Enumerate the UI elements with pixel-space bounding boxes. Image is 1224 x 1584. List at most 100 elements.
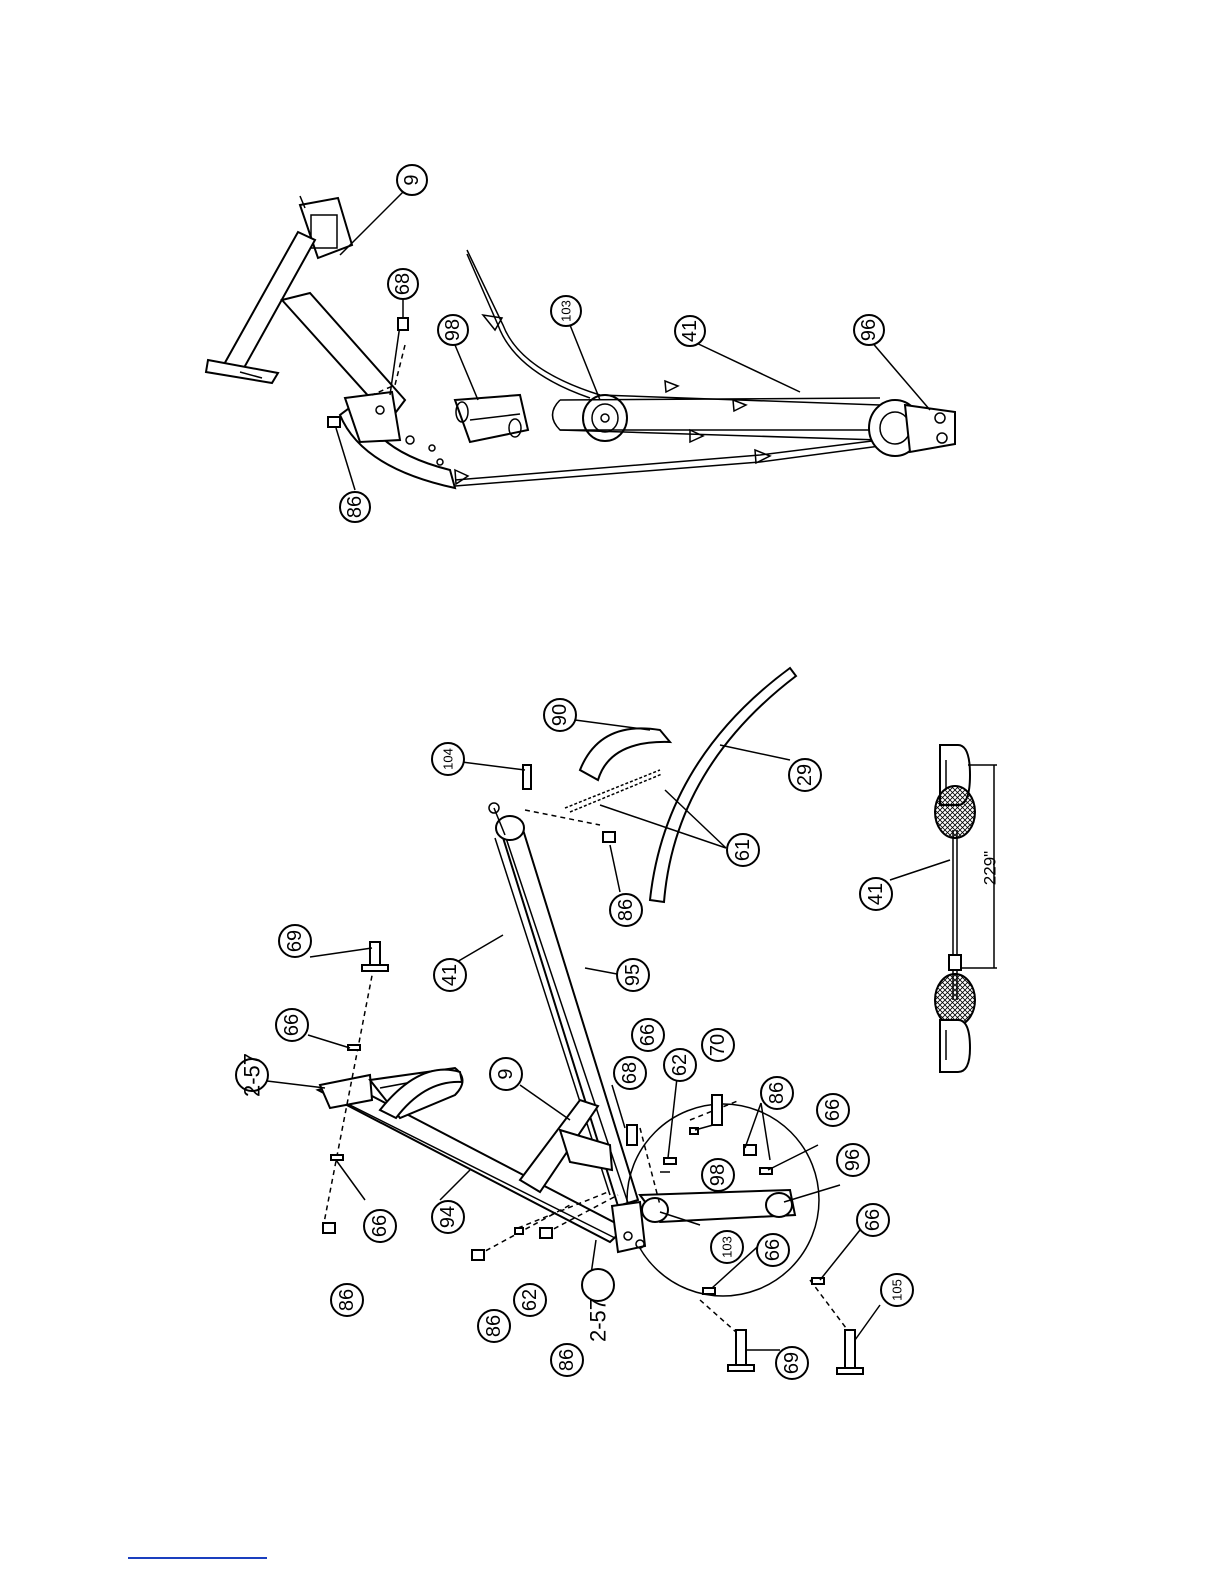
callout-9-bottom: 9 bbox=[490, 1058, 522, 1090]
callout-86-c: 86 bbox=[761, 1077, 793, 1109]
callout-top-98: 98 bbox=[438, 315, 468, 345]
svg-text:96: 96 bbox=[858, 319, 880, 341]
callout-66-a: 66 bbox=[276, 1009, 308, 1041]
callout-top-41: 41 bbox=[675, 316, 705, 346]
callout-top-9: 9 bbox=[397, 165, 427, 195]
callout-top-103: 103 bbox=[551, 296, 581, 326]
callout-105: 105 bbox=[881, 1274, 913, 1306]
svg-text:98: 98 bbox=[707, 1164, 729, 1186]
callout-66-c: 66 bbox=[632, 1019, 664, 1051]
svg-text:103: 103 bbox=[720, 1236, 735, 1258]
svg-text:66: 66 bbox=[281, 1014, 303, 1036]
callout-90: 90 bbox=[544, 699, 576, 731]
callout-66-f: 66 bbox=[857, 1204, 889, 1236]
svg-text:41: 41 bbox=[865, 883, 887, 905]
pulley-bracket bbox=[905, 405, 955, 452]
svg-text:86: 86 bbox=[556, 1349, 578, 1371]
pulley-103 bbox=[583, 395, 627, 441]
svg-text:98: 98 bbox=[442, 319, 464, 341]
svg-text:86: 86 bbox=[615, 899, 637, 921]
bolt-70 bbox=[712, 1095, 722, 1125]
svg-text:9: 9 bbox=[401, 174, 423, 185]
svg-text:66: 66 bbox=[637, 1024, 659, 1046]
callout-70: 70 bbox=[702, 1029, 734, 1061]
svg-text:95: 95 bbox=[622, 964, 644, 986]
bolt-68 bbox=[390, 318, 408, 395]
svg-text:86: 86 bbox=[344, 496, 366, 518]
svg-text:66: 66 bbox=[762, 1239, 784, 1261]
svg-text:66: 66 bbox=[369, 1215, 391, 1237]
callout-66-e: 66 bbox=[757, 1234, 789, 1266]
bolt-69-bottom bbox=[736, 1330, 746, 1368]
svg-text:41: 41 bbox=[679, 320, 701, 342]
pedal-90 bbox=[580, 728, 670, 780]
svg-text:69: 69 bbox=[781, 1352, 803, 1374]
washer-66-f bbox=[812, 1278, 824, 1284]
callout-96-bottom: 96 bbox=[837, 1144, 869, 1176]
callout-41-bottom: 41 bbox=[434, 959, 466, 991]
svg-text:62: 62 bbox=[519, 1289, 541, 1311]
callout-62-a: 62 bbox=[664, 1049, 696, 1081]
washer-66-e bbox=[703, 1288, 715, 1294]
svg-text:86: 86 bbox=[483, 1315, 505, 1337]
svg-text:66: 66 bbox=[862, 1209, 884, 1231]
callout-95: 95 bbox=[617, 959, 649, 991]
label-2-57-top: 2-57 bbox=[240, 1053, 265, 1097]
callout-29: 29 bbox=[789, 759, 821, 791]
cable-loop bbox=[467, 250, 880, 405]
bolt-68-b bbox=[627, 1125, 637, 1145]
footer-rule bbox=[128, 1557, 267, 1559]
callout-top-96: 96 bbox=[854, 315, 884, 345]
callout-top-86: 86 bbox=[340, 492, 370, 522]
callout-103-bottom: 103 bbox=[711, 1231, 743, 1263]
callout-61: 61 bbox=[727, 834, 759, 866]
pulley-96-b bbox=[766, 1193, 792, 1217]
cable-detail: 229" 41 bbox=[860, 745, 1000, 1072]
bolt-104 bbox=[523, 765, 531, 789]
callout-41-detail: 41 bbox=[860, 878, 892, 910]
callout-104: 104 bbox=[432, 743, 464, 775]
bolt-105 bbox=[845, 1330, 855, 1370]
nut-86-a bbox=[323, 1223, 335, 1233]
callout-69-bottom: 69 bbox=[776, 1347, 808, 1379]
washer-62-a bbox=[515, 1228, 523, 1234]
svg-text:66: 66 bbox=[822, 1099, 844, 1121]
nut-86-c bbox=[540, 1228, 552, 1238]
bottom-assembly: 69 66 2-57 66 86 94 9 41 bbox=[236, 668, 913, 1379]
cable-end-ball-top bbox=[935, 786, 975, 838]
svg-text:86: 86 bbox=[336, 1289, 358, 1311]
nut-86-d bbox=[603, 832, 615, 842]
handle-29 bbox=[650, 668, 796, 902]
callout-62-b: 62 bbox=[514, 1284, 546, 1316]
svg-text:105: 105 bbox=[890, 1279, 905, 1301]
washer-66-c bbox=[664, 1158, 676, 1164]
svg-text:62: 62 bbox=[669, 1054, 691, 1076]
svg-text:29: 29 bbox=[794, 764, 816, 786]
callout-86-a: 86 bbox=[331, 1284, 363, 1316]
nut-86 bbox=[328, 417, 340, 427]
callout-68-bottom: 68 bbox=[614, 1057, 646, 1089]
svg-text:41: 41 bbox=[439, 964, 461, 986]
callout-66-d: 66 bbox=[817, 1094, 849, 1126]
nut-86-b bbox=[472, 1250, 484, 1260]
svg-text:103: 103 bbox=[559, 300, 574, 322]
svg-text:69: 69 bbox=[284, 930, 306, 952]
svg-text:68: 68 bbox=[392, 273, 414, 295]
callout-86-e: 86 bbox=[551, 1344, 583, 1376]
label-2-57-bottom: 2-57 bbox=[586, 1298, 611, 1342]
svg-text:94: 94 bbox=[437, 1206, 459, 1228]
callout-2-57-bottom bbox=[582, 1269, 614, 1301]
callout-94: 94 bbox=[432, 1201, 464, 1233]
callout-69-top: 69 bbox=[279, 925, 311, 957]
chain-61 bbox=[565, 770, 660, 808]
cable-end-ball-bottom bbox=[935, 974, 975, 1026]
svg-text:104: 104 bbox=[441, 748, 456, 770]
svg-text:86: 86 bbox=[766, 1082, 788, 1104]
washer-66-b bbox=[331, 1155, 343, 1160]
callout-top-68: 68 bbox=[388, 269, 418, 299]
svg-text:9: 9 bbox=[495, 1068, 517, 1079]
svg-text:90: 90 bbox=[549, 704, 571, 726]
svg-text:96: 96 bbox=[842, 1149, 864, 1171]
cable-length-label: 229" bbox=[981, 851, 1000, 885]
